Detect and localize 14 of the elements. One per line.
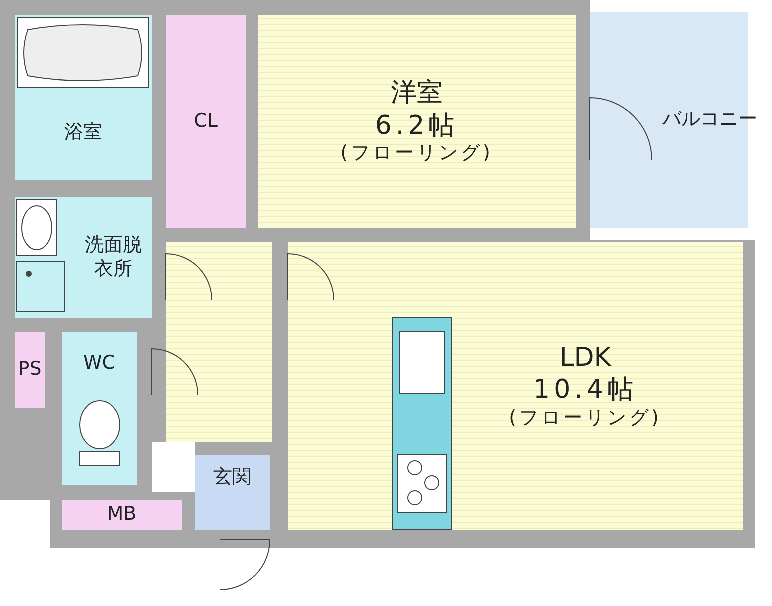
area-label: 10.4帖 [534,374,638,407]
room-name: CL [194,110,218,134]
room-name: 玄関 [214,466,252,490]
room-name: WC [83,352,116,376]
room-name: MB [107,503,137,527]
room-name: バルコニー [662,108,758,132]
room-name: 浴室 [64,120,102,144]
room-name: LDK [560,342,612,374]
room-name: PS [18,358,42,382]
floor-type-label: (フローリング) [340,142,494,166]
room-name: 洋室 [391,77,443,110]
area-label: 6.2帖 [375,110,459,142]
room-name: 洗面脱衣所 [84,234,143,282]
floor-type-label: (フローリング) [509,406,662,430]
